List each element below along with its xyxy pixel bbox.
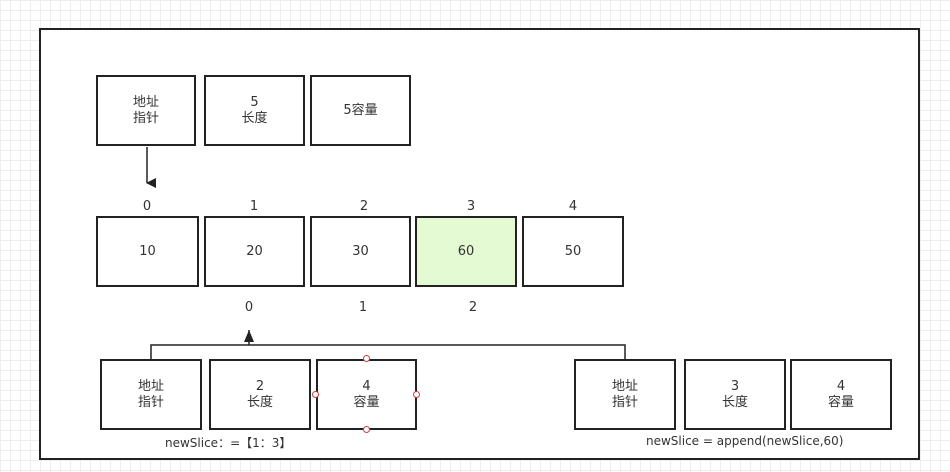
array-cell-3[interactable]: 60 [415, 216, 517, 287]
resize-handle-top[interactable] [363, 355, 370, 362]
resize-handle-bottom[interactable] [363, 426, 370, 433]
capacity-box[interactable]: 5容量 [310, 75, 411, 146]
right-slice-length-box[interactable]: 3 长度 [684, 359, 786, 430]
slice-index: 2 [468, 300, 478, 315]
array-index: 3 [466, 199, 476, 214]
pointer-box[interactable]: 地址 指针 [96, 75, 196, 146]
left-slice-capacity-box[interactable]: 4 容量 [316, 359, 417, 430]
right-slice-caption: newSlice = append(newSlice,60) [646, 434, 844, 448]
right-slice-pointer-box[interactable]: 地址 指针 [574, 359, 676, 430]
array-cell-2[interactable]: 30 [310, 216, 411, 287]
array-cell-0[interactable]: 10 [96, 216, 199, 287]
slice-pointer-arrowhead [244, 330, 254, 342]
slice-index: 1 [358, 300, 368, 315]
right-slice-capacity-box[interactable]: 4 容量 [790, 359, 892, 430]
resize-handle-left[interactable] [312, 391, 319, 398]
slice-index: 0 [244, 300, 254, 315]
resize-handle-right[interactable] [413, 391, 420, 398]
array-index: 1 [249, 199, 259, 214]
length-box[interactable]: 5 长度 [204, 75, 305, 146]
array-cell-1[interactable]: 20 [204, 216, 305, 287]
left-slice-length-box[interactable]: 2 长度 [209, 359, 311, 430]
slice-connector [150, 344, 626, 359]
left-slice-pointer-box[interactable]: 地址 指针 [100, 359, 202, 430]
array-index: 2 [359, 199, 369, 214]
array-index: 0 [142, 199, 152, 214]
left-slice-caption: newSlice：=【1：3】 [165, 436, 292, 450]
array-cell-4[interactable]: 50 [522, 216, 624, 287]
array-index: 4 [568, 199, 578, 214]
